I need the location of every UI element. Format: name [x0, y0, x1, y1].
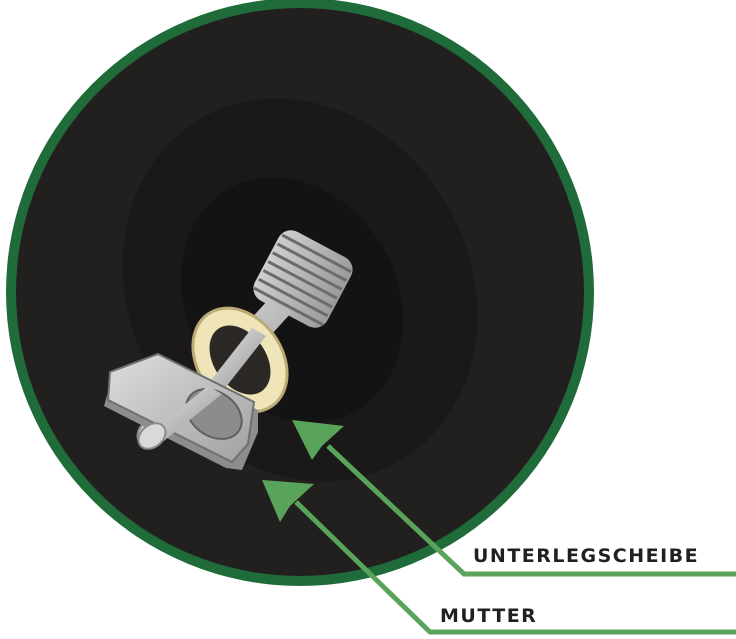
bolt-shaft-through-washer — [208, 328, 266, 392]
washer-label: UNTERLEGSCHEIBE — [473, 545, 699, 567]
washer-callout — [292, 420, 736, 577]
nut-leader-line — [294, 500, 736, 635]
washer-leader-line — [326, 444, 736, 577]
bolt-threads — [253, 233, 352, 327]
nut-illustration — [104, 352, 258, 470]
nut-callout — [262, 480, 736, 635]
nut-label: MUTTER — [440, 605, 537, 627]
arrow-icon — [292, 420, 344, 460]
bolt-end — [137, 422, 167, 450]
arrow-icon — [262, 480, 314, 522]
